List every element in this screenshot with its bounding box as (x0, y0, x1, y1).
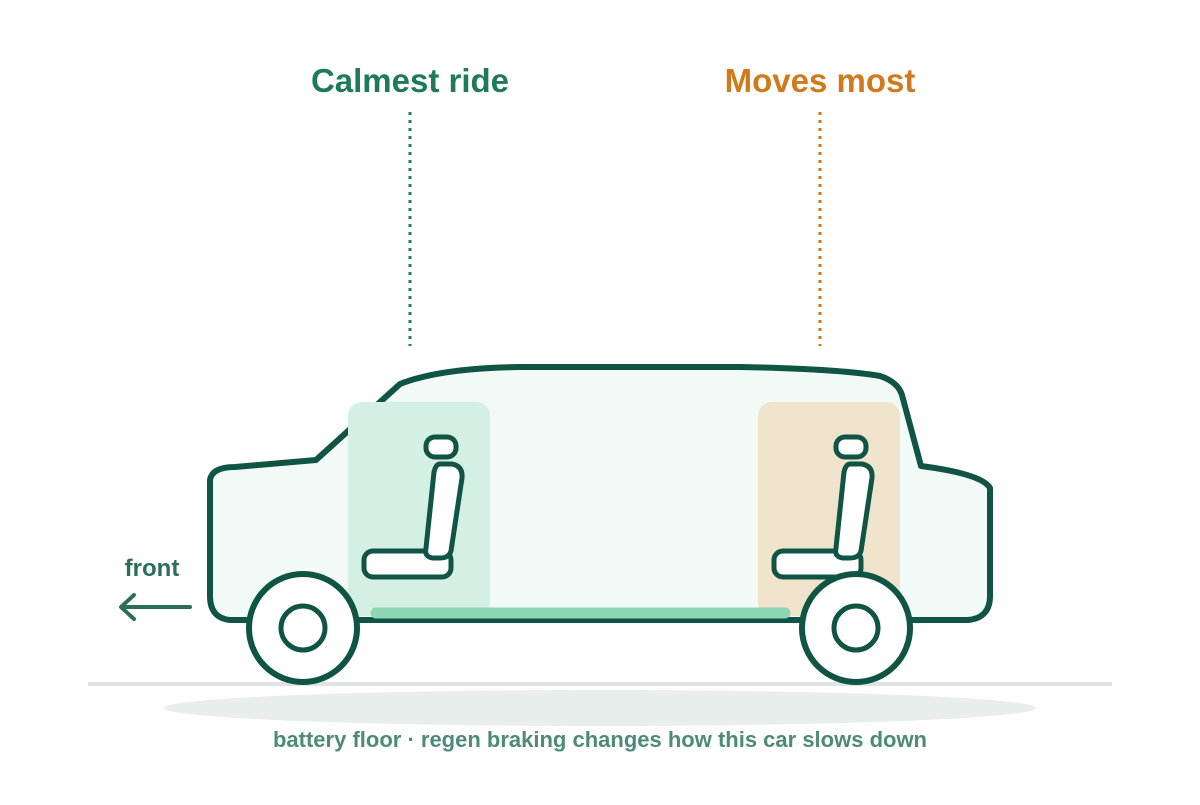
ground-shadow (164, 690, 1036, 726)
calm-zone (348, 402, 490, 616)
car-seat-icon (771, 434, 875, 580)
arrow-left-icon (119, 593, 192, 621)
caption: battery floor · regen braking changes ho… (272, 727, 927, 752)
rear-wheel (799, 571, 913, 685)
moves-label: Moves most (724, 62, 916, 99)
front-label: front (124, 555, 180, 582)
front-wheel (246, 571, 360, 685)
calm-label: Calmest ride (310, 62, 510, 99)
car-seat-icon (361, 434, 465, 580)
